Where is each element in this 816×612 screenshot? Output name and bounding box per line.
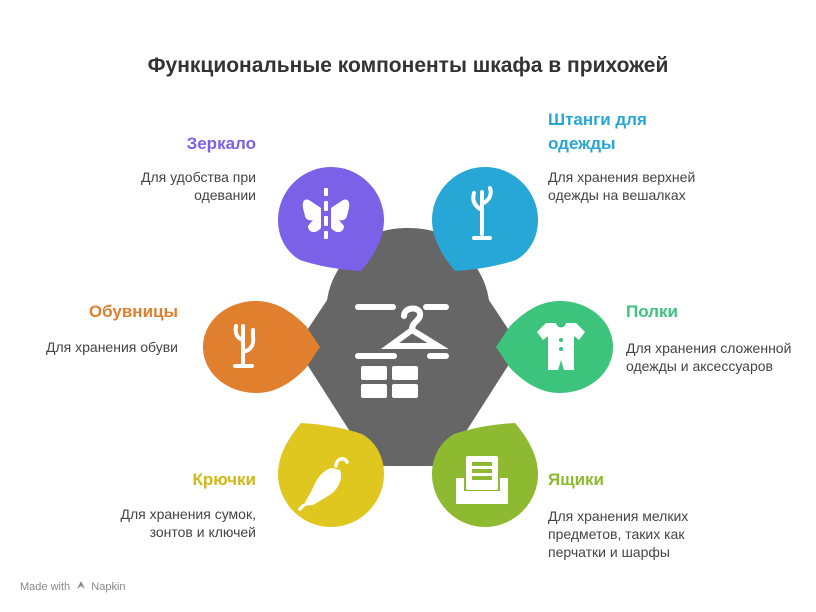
label-mirror: Зеркало xyxy=(186,134,256,153)
petal-shape xyxy=(203,301,320,393)
onesie-icon xyxy=(537,323,585,370)
label-shelves: Полки xyxy=(626,302,678,321)
desc-drawers: Для хранения мелких предметов, таких как… xyxy=(548,508,689,560)
coat-rack-icon xyxy=(471,186,493,240)
petal-mirror xyxy=(278,167,384,271)
label-hooks: Крючки xyxy=(192,470,256,489)
petal-drawers xyxy=(432,423,538,527)
rack-icon xyxy=(233,324,256,368)
center-node xyxy=(296,228,520,466)
butterfly-icon xyxy=(302,188,350,239)
label-shoe-racks: Обувницы xyxy=(88,302,178,321)
desc-shelves: Для хранения сложенной одежды и аксессуа… xyxy=(626,340,792,374)
petal-shelves xyxy=(496,301,613,393)
desc-rods: Для хранения верхней одежды на вешалках xyxy=(548,169,696,203)
petal-hooks xyxy=(278,423,384,527)
label-rods: Штанги для одежды xyxy=(548,110,647,153)
footer-watermark: Made with Napkin xyxy=(20,580,126,593)
umbrella-icon xyxy=(298,457,349,511)
made-with-text: Made with xyxy=(20,581,71,593)
page-title: Функциональные компоненты шкафа в прихож… xyxy=(147,54,669,77)
napkin-logo-icon xyxy=(76,580,86,593)
wardrobe-icon xyxy=(355,304,449,398)
petal-rods xyxy=(432,167,538,271)
label-drawers: Ящики xyxy=(548,470,604,489)
petal-shape xyxy=(432,167,538,271)
petal-shoe-racks xyxy=(203,301,320,393)
file-tray-icon xyxy=(456,456,508,504)
desc-shoe-racks: Для хранения обуви xyxy=(46,339,178,355)
desc-mirror: Для удобства при одевании xyxy=(140,169,256,203)
desc-hooks: Для хранения сумок, зонтов и ключей xyxy=(120,506,256,540)
napkin-brand-text: Napkin xyxy=(91,581,126,593)
